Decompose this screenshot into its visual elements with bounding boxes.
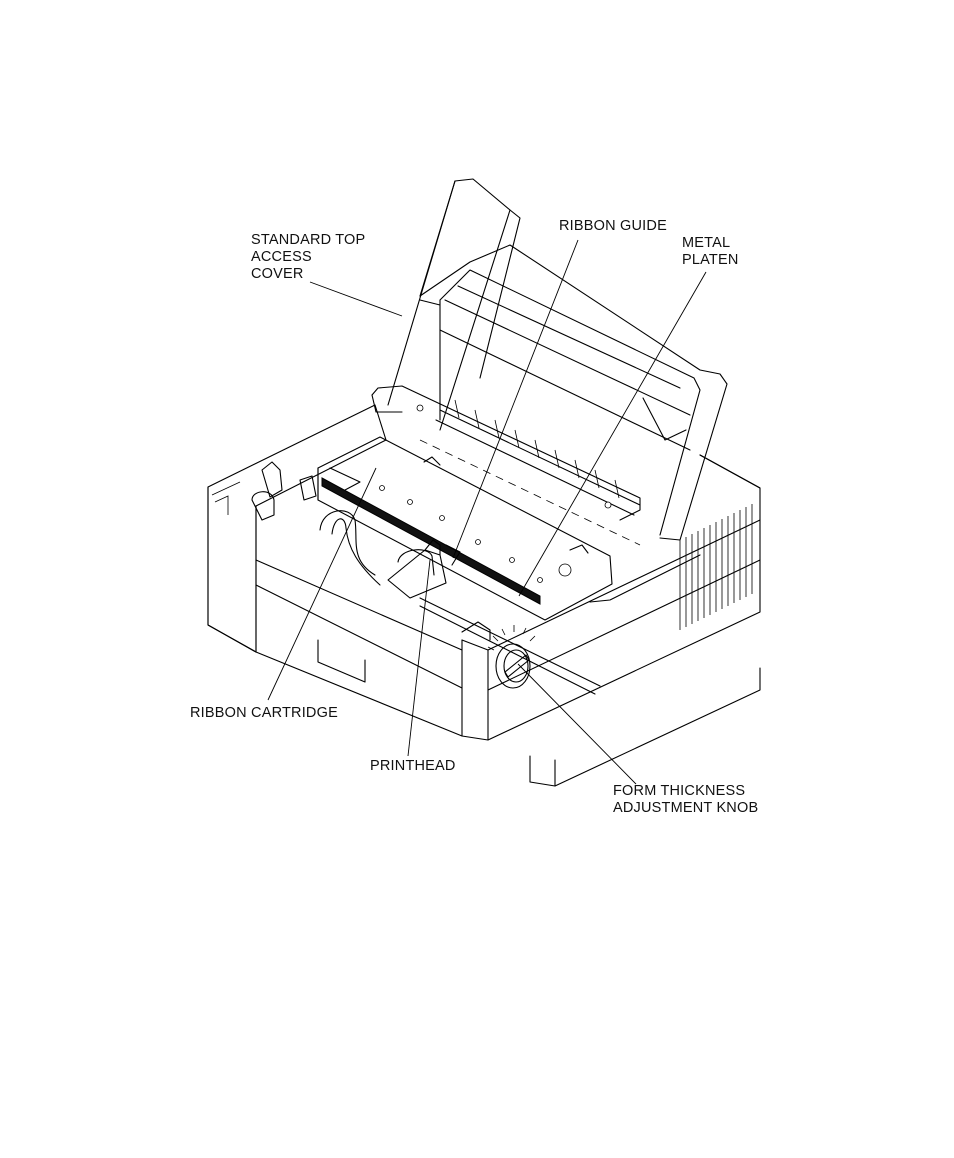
label-line: RIBBON CARTRIDGE (190, 705, 338, 722)
label-form-thickness-adjustment-knob: FORM THICKNESS ADJUSTMENT KNOB (613, 783, 758, 817)
printer-carriage (318, 437, 612, 694)
label-line: FORM THICKNESS (613, 783, 758, 800)
label-ribbon-guide: RIBBON GUIDE (559, 218, 667, 235)
label-line: COVER (251, 266, 365, 283)
label-line: METAL (682, 235, 739, 252)
label-ribbon-cartridge: RIBBON CARTRIDGE (190, 705, 338, 722)
platen-rollers (417, 400, 640, 545)
label-line: STANDARD TOP (251, 232, 365, 249)
label-line: ACCESS (251, 249, 365, 266)
label-standard-top-access-cover: STANDARD TOP ACCESS COVER (251, 232, 365, 283)
label-line: RIBBON GUIDE (559, 218, 667, 235)
label-printhead: PRINTHEAD (370, 758, 456, 775)
top-access-cover (372, 179, 727, 540)
label-line: PLATEN (682, 252, 739, 269)
label-line: ADJUSTMENT KNOB (613, 800, 758, 817)
label-metal-platen: METAL PLATEN (682, 235, 739, 269)
label-line: PRINTHEAD (370, 758, 456, 775)
printer-base (208, 405, 760, 786)
